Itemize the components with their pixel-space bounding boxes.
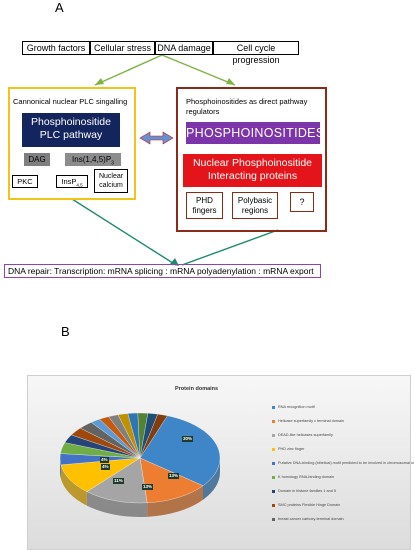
polybasic-line1: Polybasic xyxy=(237,196,273,205)
canonical-title: Cannonical nuclear PLC singalling xyxy=(13,97,128,106)
phd-line2: fingers xyxy=(192,206,217,215)
pie-slice xyxy=(139,413,168,459)
interacting-proteins-box: Nuclear Phosphoinositide Interacting pro… xyxy=(183,154,322,187)
pkc-box: PKC xyxy=(12,175,38,188)
legend-swatch xyxy=(272,503,275,507)
nuclear-calcium-line2: calcium xyxy=(99,182,123,189)
polybasic-line2: regions xyxy=(241,206,269,215)
insp-label: InsP xyxy=(61,177,77,186)
trigger-growth-factors: Growth factors xyxy=(22,41,90,55)
legend-label: Domain in histone families 1 and 5 xyxy=(278,489,337,493)
legend-swatch xyxy=(272,489,275,493)
pie-slice-side xyxy=(60,458,61,479)
polybasic-box: Polybasic regions xyxy=(232,192,278,219)
phosphoinositides-box: PHOSPHOINOSITIDES xyxy=(186,122,324,144)
plc-pathway-line2: PLC pathway xyxy=(39,129,103,141)
trigger-cellular-stress: Cellular stress xyxy=(90,41,155,55)
legend-item: Domain in histone families 1 and 5 xyxy=(272,489,336,493)
pct-label-kh: 4% xyxy=(100,457,109,463)
pie-slice-side xyxy=(60,464,87,506)
insp-subscript: 4,5 xyxy=(76,182,83,188)
legend-swatch xyxy=(272,433,275,437)
phd-line1: PHD xyxy=(196,196,213,205)
insp-box: InsP4,5 xyxy=(56,175,88,188)
ins-box: Ins(1,4,5)P3 xyxy=(65,153,121,167)
plc-pathway-box: Phosphoinositide PLC pathway xyxy=(22,113,120,147)
pie-slice-side xyxy=(202,458,220,500)
legend-item: PHD zinc finger xyxy=(272,447,304,451)
legend-swatch xyxy=(272,461,275,465)
nuclear-calcium-line1: Nuclear xyxy=(98,173,124,180)
legend-item: breast cancer carboxy-terminal domain xyxy=(272,517,344,521)
pct-label-rna: 30% xyxy=(182,436,194,442)
pct-label-helicase: 13% xyxy=(168,473,180,479)
canonical-plc-box: Cannonical nuclear PLC singalling Phosph… xyxy=(8,87,136,200)
legend-swatch xyxy=(272,517,275,521)
phd-fingers-box: PHD fingers xyxy=(186,192,223,219)
pie-chart-title: Protein domains xyxy=(175,386,219,392)
interacting-line2: Interacting proteins xyxy=(207,170,298,182)
pie-slice-side xyxy=(147,485,203,517)
regulators-title: Phosphoinositides as direct pathway regu… xyxy=(186,97,307,117)
legend-item: DEAD-like helicases superfamily xyxy=(272,433,333,437)
regulators-title-line2: regulators xyxy=(186,107,220,116)
legend-item: Helicase superfamily c terminal domain xyxy=(272,419,344,423)
regulators-box: Phosphoinositides as direct pathway regu… xyxy=(176,87,327,232)
outcome-box: DNA repair: Transcription: mRNA splicing… xyxy=(4,264,321,278)
legend-label: PHD zinc finger xyxy=(278,447,305,451)
pie-chart xyxy=(59,412,221,517)
pct-label-dna-binding: 4% xyxy=(101,464,110,470)
pie-slice xyxy=(139,415,221,486)
unknown-box: ? xyxy=(290,192,314,212)
trigger-cell-cycle: Cell cycle progression xyxy=(213,41,299,65)
legend-label: Helicase superfamily c terminal domain xyxy=(278,419,345,423)
plc-pathway-line1: Phosphoinositide xyxy=(31,116,111,128)
legend-label: breast cancer carboxy-terminal domain xyxy=(278,517,344,521)
trigger-dna-damage: DNA damage xyxy=(155,41,213,55)
pie-slice xyxy=(139,457,204,503)
panel-b-label: B xyxy=(61,324,70,339)
legend-label: K homology RNA-binding domain xyxy=(278,475,335,479)
legend-swatch xyxy=(272,447,275,451)
panel-a-connectors xyxy=(71,54,279,266)
legend-swatch xyxy=(272,405,275,409)
legend-label: SMC proteins Flexible Hinge Domain xyxy=(278,503,341,507)
legend-swatch xyxy=(272,419,275,423)
ins-subscript: 3 xyxy=(111,160,114,167)
legend-item: Putative DNA-binding (bihelical) motif p… xyxy=(272,461,414,465)
interacting-line1: Nuclear Phosphoinositide xyxy=(192,157,313,169)
legend-label: DEAD-like helicases superfamily xyxy=(278,433,333,437)
dag-box: DAG xyxy=(24,153,50,166)
pct-label-phd: 11% xyxy=(113,478,124,484)
legend-swatch xyxy=(272,475,275,479)
legend-label: RNA recognition motif xyxy=(278,405,315,409)
legend-item: K homology RNA-binding domain xyxy=(272,475,334,479)
ins-label: Ins(1,4,5)P xyxy=(72,155,112,164)
legend-item: SMC proteins Flexible Hinge Domain xyxy=(272,503,340,507)
regulators-title-line1: Phosphoinositides as direct pathway xyxy=(186,97,308,106)
legend-label: Putative DNA-binding (bihelical) motif p… xyxy=(278,461,414,465)
pct-label-dead: 13% xyxy=(142,484,154,490)
panel-a-label: A xyxy=(55,0,64,15)
nuclear-calcium-box: Nuclear calcium xyxy=(94,169,128,193)
legend-item: RNA recognition motif xyxy=(272,405,315,409)
pie-slice-side xyxy=(86,491,148,517)
